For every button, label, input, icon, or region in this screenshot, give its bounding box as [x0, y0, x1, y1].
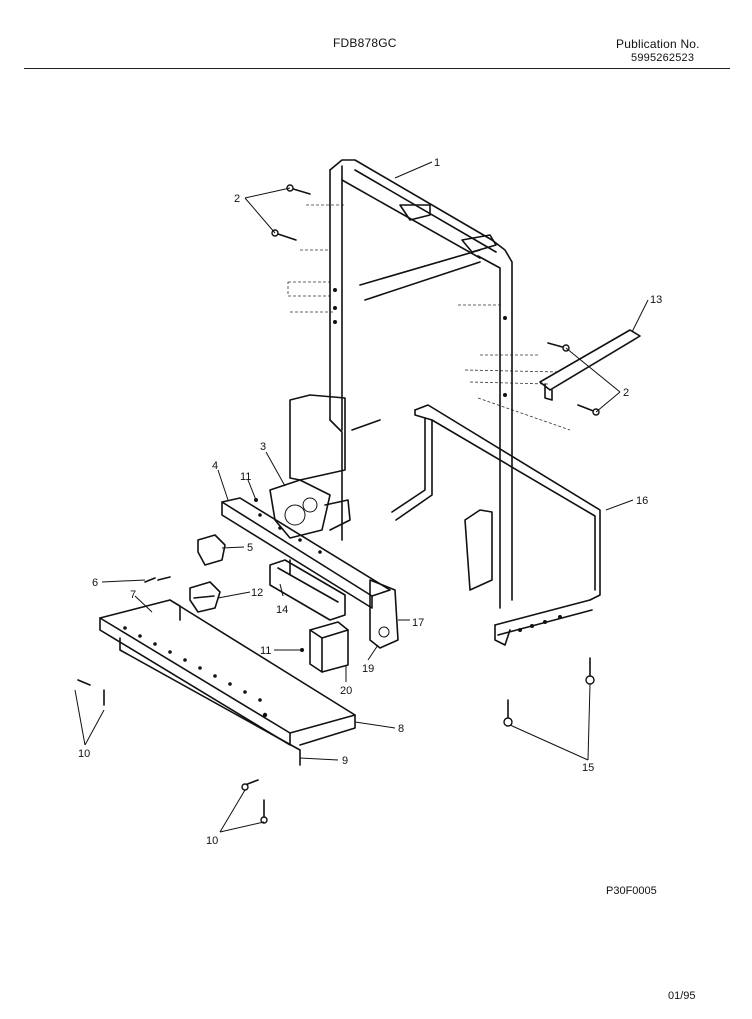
- callout-3: 3: [260, 441, 266, 453]
- callout-19: 19: [362, 663, 374, 675]
- callout-9: 9: [342, 755, 348, 767]
- main-frame: [329, 159, 513, 609]
- revision-date: 01/95: [668, 990, 696, 1002]
- callout-labels: 1 2 13 2 16 3 4 11 5 6 7 12 14 17 11 19 …: [78, 157, 662, 847]
- callout-6: 6: [92, 577, 98, 589]
- callout-5: 5: [247, 542, 253, 554]
- callout-1: 1: [434, 157, 440, 169]
- callout-2: 2: [234, 193, 240, 205]
- toe-kick-panel: [99, 599, 356, 766]
- block-20: [309, 621, 349, 673]
- publication-number: 5995262523: [631, 52, 695, 64]
- ghost-outlines: [287, 204, 571, 431]
- callout-12: 12: [251, 587, 263, 599]
- model-number: FDB878GC: [333, 36, 397, 50]
- motor-assembly: [269, 479, 351, 539]
- publication-label: Publication No.: [616, 37, 700, 51]
- callout-10: 10: [78, 748, 90, 760]
- side-brackets: [289, 394, 493, 591]
- callout-8: 8: [398, 723, 404, 735]
- switch-housing-14: [269, 559, 346, 621]
- callout-17: 17: [412, 617, 424, 629]
- figure-code: P30F0005: [606, 885, 657, 897]
- header-rule: [24, 68, 730, 69]
- callout-20: 20: [340, 685, 352, 697]
- clip-5: [197, 534, 226, 566]
- callout-11: 11: [260, 645, 271, 657]
- switch-12: [189, 581, 221, 613]
- bracket-13: [539, 329, 641, 401]
- leader-lines: [74, 161, 649, 833]
- callout-4: 4: [212, 460, 218, 472]
- callout-13: 13: [650, 294, 662, 306]
- callout-2: 2: [623, 387, 629, 399]
- callout-16: 16: [636, 495, 648, 507]
- callout-7: 7: [130, 589, 136, 601]
- callout-15: 15: [582, 762, 594, 774]
- mounting-rail: [221, 497, 399, 649]
- callout-14: 14: [276, 604, 288, 616]
- callout-11: 11: [240, 471, 251, 483]
- screws: [77, 184, 600, 824]
- base-frame: [391, 404, 601, 646]
- callout-10: 10: [206, 835, 218, 847]
